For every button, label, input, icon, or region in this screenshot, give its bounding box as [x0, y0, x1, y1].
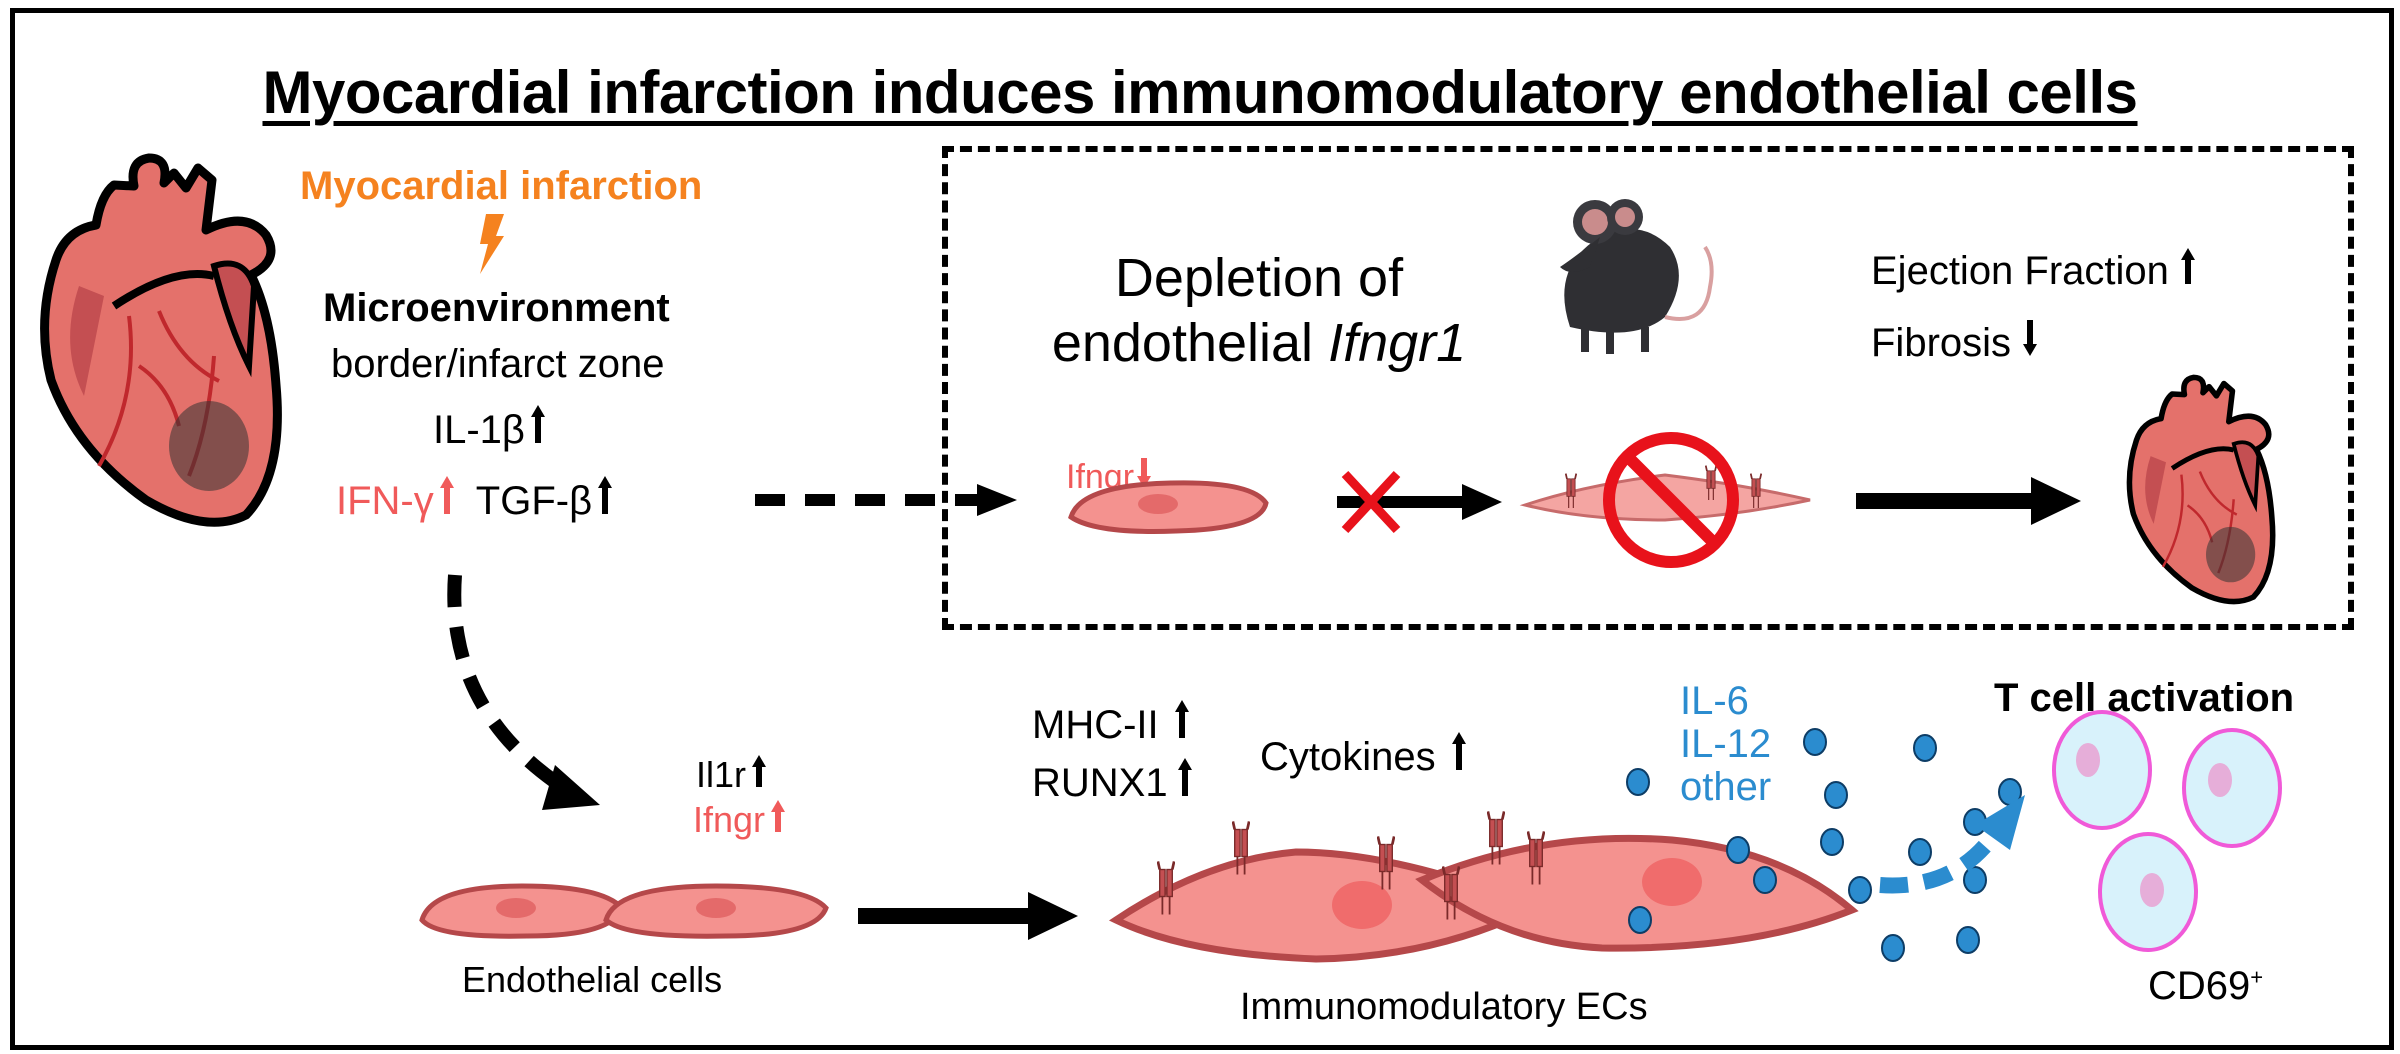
- lightning-icon: [480, 214, 504, 274]
- down-arrow-icon: [1137, 458, 1152, 488]
- cytokine-dot: [1908, 838, 1932, 866]
- depletion-line2: endothelial Ifngr1: [993, 311, 1525, 376]
- up-arrow-icon: [1451, 732, 1466, 770]
- il1r-label: Il1r: [696, 754, 767, 795]
- trigger-label: Myocardial infarction: [300, 164, 703, 208]
- ejection-fraction-label: Ejection Fraction: [1871, 248, 2195, 291]
- cytokine-dot: [1628, 906, 1652, 934]
- up-arrow-icon: [598, 476, 613, 514]
- il1b-text: IL-1β: [433, 408, 525, 452]
- endothelial-cells-label: Endothelial cells: [462, 959, 723, 1000]
- up-arrow-icon: [439, 476, 454, 514]
- up-arrow-icon: [771, 800, 786, 832]
- endothelial-cells: [419, 883, 829, 939]
- fibrosis-label: Fibrosis: [1871, 320, 2038, 365]
- figure-frame: [10, 8, 2394, 1050]
- cd69-text: CD69: [2148, 964, 2251, 1008]
- cytokine-dot: [1881, 934, 1905, 962]
- figure-title: Myocardial infarction induces immunomodu…: [262, 59, 2138, 126]
- mouse-icon: [1560, 199, 1714, 354]
- dashed-arrow: [755, 484, 1017, 516]
- cd69-label: CD69+: [2148, 966, 2263, 1006]
- cytokine-dot: [1824, 781, 1848, 809]
- depletion-gene: Ifngr1: [1328, 312, 1467, 373]
- immunomodulatory-label: Immunomodulatory ECs: [1240, 986, 1648, 1028]
- cytokine-dot: [1820, 828, 1844, 856]
- curved-dashed-arrow: [447, 574, 600, 810]
- zone-label: border/infarct zone: [331, 342, 665, 386]
- cytokine-dot: [1913, 734, 1937, 762]
- depletion-box: [942, 146, 2354, 630]
- transition-arrow: [858, 892, 1078, 940]
- prohibited-icon: [1603, 432, 1739, 568]
- up-arrow-icon: [2180, 248, 2195, 284]
- microenvironment-label: Microenvironment: [323, 286, 670, 330]
- up-arrow-icon: [530, 405, 545, 443]
- cytokine-il6: IL-6: [1680, 679, 1749, 723]
- cytokine-dot: [1626, 768, 1650, 796]
- up-arrow-icon: [752, 755, 767, 787]
- ifng-text: IFN-γ: [336, 479, 434, 523]
- tgfb-text: TGF-β: [475, 479, 593, 523]
- cd69-superscript: +: [2250, 964, 2264, 990]
- cytokine-other: other: [1680, 765, 1772, 810]
- ejection-fraction-text: Ejection Fraction: [1871, 249, 2169, 293]
- mhc-text: MHC-II: [1032, 703, 1159, 747]
- prohibited-cells: [1519, 432, 1811, 568]
- mhc-label: MHC-II: [1032, 700, 1189, 745]
- ifngr-up-text: Ifngr: [693, 799, 766, 840]
- immunomodulatory-cells: [1108, 810, 1859, 963]
- endothelial-cell: [1068, 480, 1269, 534]
- cytokine-dot: [1726, 836, 1750, 864]
- big-arrow: [1856, 477, 2081, 525]
- cytokine-list: IL-6 IL-12 other: [1680, 679, 1772, 810]
- ifngr-up-label: Ifngr: [693, 799, 786, 840]
- cytokine-dot: [1848, 876, 1872, 904]
- runx1-label: RUNX1: [1032, 758, 1192, 803]
- up-arrow-icon: [1177, 758, 1192, 796]
- cytokines-label: Cytokines: [1260, 732, 1466, 777]
- up-arrow-icon: [1174, 700, 1189, 738]
- depletion-line1: Depletion of: [1114, 248, 1404, 308]
- t-cell-icon: [2052, 710, 2282, 952]
- runx1-text: RUNX1: [1032, 761, 1168, 805]
- depletion-prefix: endothelial: [1051, 312, 1329, 373]
- cytokine-dot: [1963, 866, 1987, 894]
- cytokine-row: IFN-γ TGF-β: [336, 476, 613, 523]
- cross-icon: [1341, 470, 1401, 534]
- fibrosis-text: Fibrosis: [1871, 321, 2012, 365]
- il1b-label: IL-1β: [433, 405, 545, 450]
- il1r-text: Il1r: [696, 754, 747, 795]
- tcell-activation-title: T cell activation: [1994, 676, 2295, 720]
- blue-dashed-arrow: [1879, 795, 2025, 894]
- cytokine-il12: IL-12: [1680, 722, 1772, 767]
- blocked-arrow: [1337, 470, 1502, 534]
- cytokine-dot: [1956, 926, 1980, 954]
- cytokine-dot: [1753, 866, 1777, 894]
- cytokines-text: Cytokines: [1260, 735, 1436, 779]
- down-arrow-icon: [2023, 320, 2038, 356]
- cytokine-dot: [1803, 728, 1827, 756]
